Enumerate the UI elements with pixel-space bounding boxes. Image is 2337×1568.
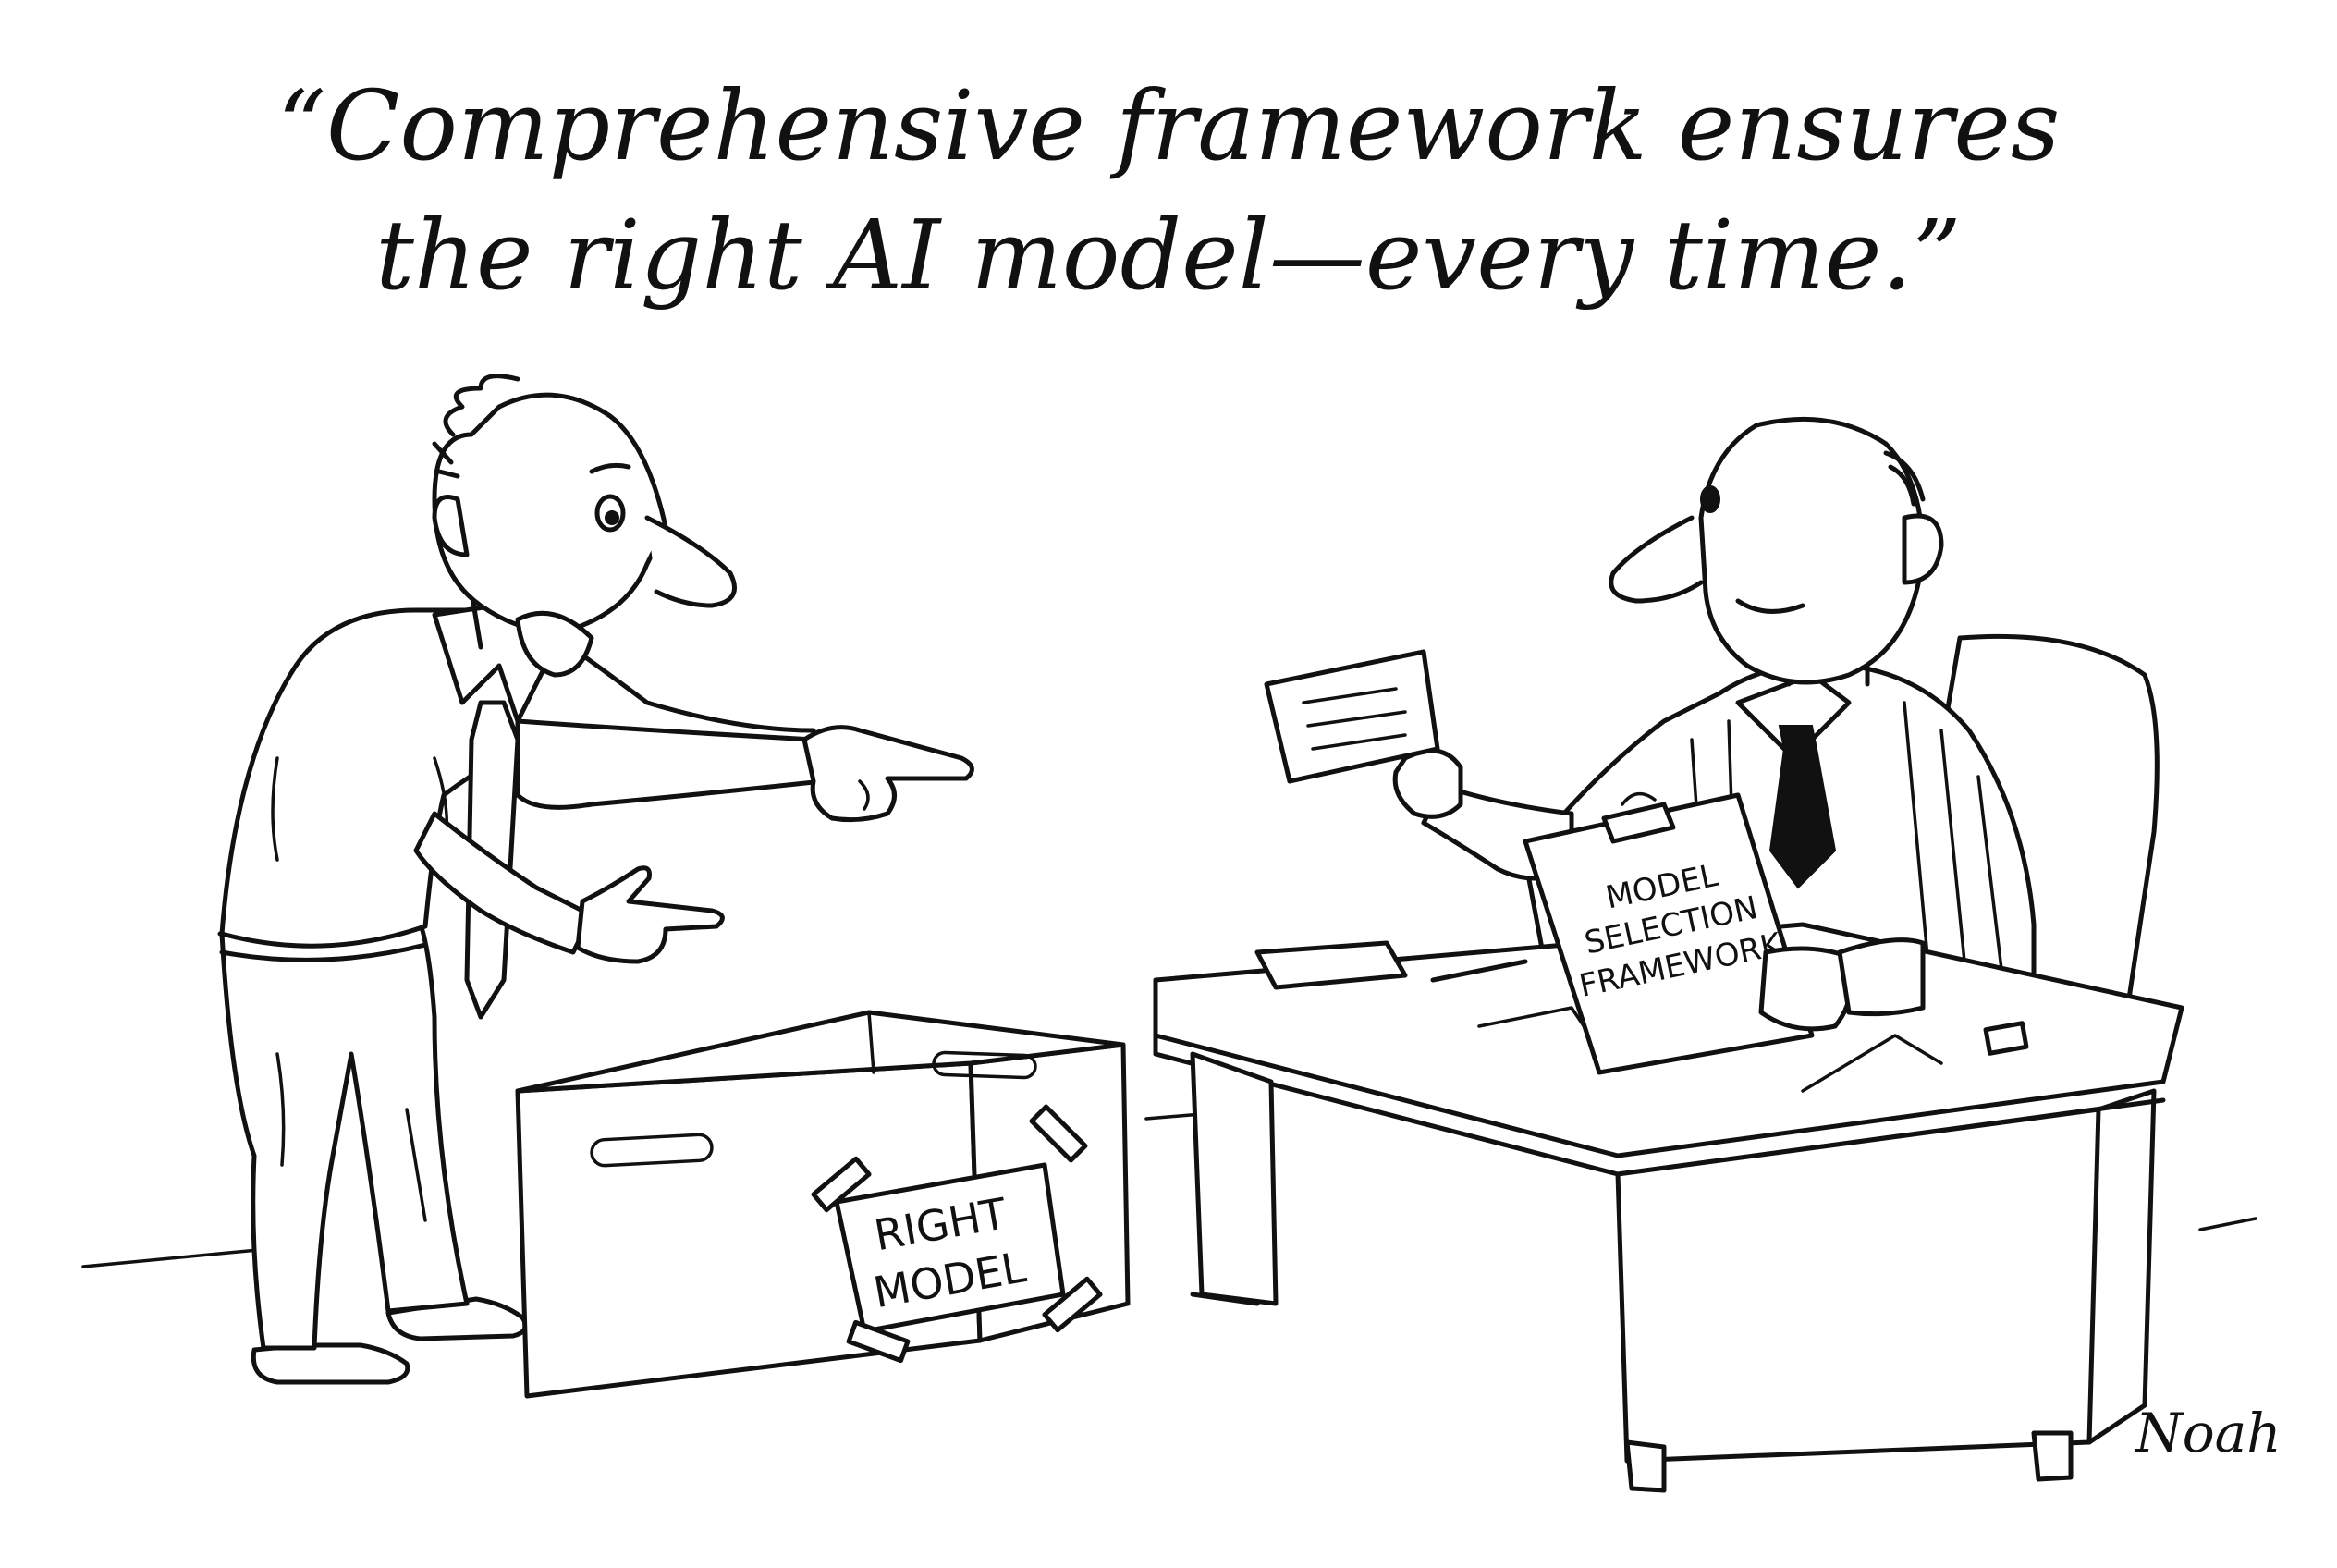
box-handle-back bbox=[932, 1050, 1037, 1080]
worried-man bbox=[217, 374, 974, 1385]
box-opening bbox=[515, 1010, 1126, 1094]
right-model-box: RIGHT MODEL bbox=[515, 1010, 1131, 1399]
pen bbox=[1430, 959, 1528, 983]
box-handle-front bbox=[590, 1133, 714, 1168]
desk-left-panel bbox=[1190, 1051, 1279, 1306]
floor-lines bbox=[81, 1112, 2257, 1268]
index-card bbox=[1264, 649, 1440, 784]
smiling-man-mouth bbox=[1735, 598, 1805, 614]
name-plate bbox=[1254, 940, 1408, 990]
tape-2 bbox=[1029, 1104, 1088, 1163]
clipboard-sleeve bbox=[1837, 937, 1926, 1017]
worried-man-head bbox=[432, 392, 668, 633]
desk-leg-front-left bbox=[1624, 1439, 1667, 1493]
worried-man-nose bbox=[644, 515, 737, 608]
shirt-torso bbox=[219, 607, 816, 949]
pointing-arm bbox=[515, 718, 826, 810]
pointing-hand bbox=[801, 725, 974, 823]
second-hand bbox=[575, 865, 725, 964]
worried-man-hair bbox=[443, 374, 520, 437]
worried-man-ear bbox=[432, 495, 470, 557]
eraser bbox=[1983, 1021, 2029, 1056]
trousers bbox=[219, 922, 470, 1351]
smiling-man-nose bbox=[1609, 515, 1704, 604]
artist-signature: Noah bbox=[2134, 1402, 2282, 1464]
caption-line-2: the right AI model—every time.” bbox=[375, 199, 1962, 312]
tape-3 bbox=[846, 1319, 911, 1364]
dark-tie bbox=[1768, 725, 1837, 889]
tape-4 bbox=[1042, 1276, 1103, 1333]
caption-line-1: “Comprehensive framework ensures bbox=[276, 69, 2061, 182]
second-arm bbox=[413, 811, 594, 955]
smiling-man-ear bbox=[1902, 513, 1944, 585]
left-shoe bbox=[251, 1342, 410, 1385]
box-label-paper bbox=[834, 1162, 1066, 1334]
clipboard-clip bbox=[1601, 802, 1676, 844]
tape-1 bbox=[811, 1156, 872, 1213]
desk-leg-front-right bbox=[2031, 1430, 2074, 1482]
clipboard: MODEL SELECTION FRAMEWORK bbox=[1523, 791, 1926, 1075]
card-hand bbox=[1392, 748, 1463, 819]
smiling-man-head bbox=[1698, 416, 1926, 685]
worried-man-mouth bbox=[515, 610, 594, 678]
clipboard-hand bbox=[1758, 946, 1854, 1032]
desk-front bbox=[1615, 1107, 2101, 1464]
